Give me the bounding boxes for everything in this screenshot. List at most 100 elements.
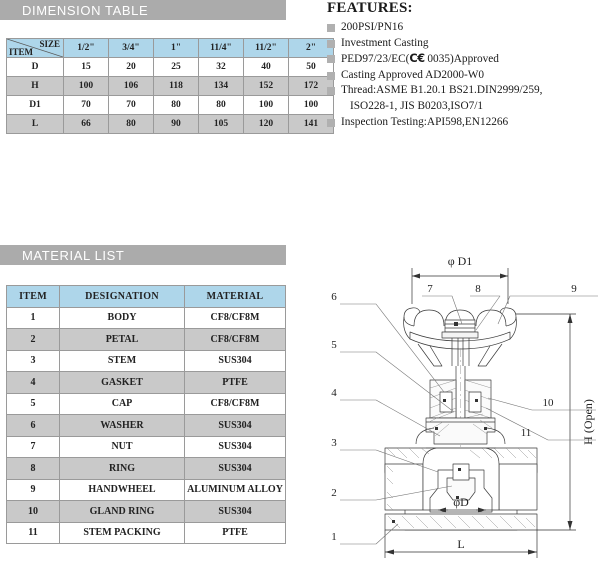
dimension-cell-2-0: 70 bbox=[63, 95, 109, 115]
dimension-table-header-row: SIZE ITEM 1/2" 3/4" 1" 11/4" 11/2" 2" bbox=[6, 38, 334, 58]
material-header-designation: DESIGNATION bbox=[59, 285, 185, 308]
material-designation-3: GASKET bbox=[59, 371, 185, 394]
feature-text-4-main: Thread:ASME B1.20.1 BS21.DIN2999/259, bbox=[341, 84, 543, 97]
dimension-cell-2-2: 80 bbox=[153, 95, 199, 115]
material-item-1: 2 bbox=[6, 328, 60, 351]
table-row: 2 PETAL CF8/CF8M bbox=[6, 328, 286, 351]
material-item-0: 1 bbox=[6, 306, 60, 329]
dimension-cell-3-1: 80 bbox=[108, 114, 154, 134]
gland-ring-part bbox=[429, 379, 492, 419]
bullet-square-icon bbox=[327, 55, 335, 64]
material-item-7: 8 bbox=[6, 457, 60, 480]
table-row: H 100 106 118 134 152 172 bbox=[6, 76, 334, 96]
callout-6: 6 bbox=[331, 291, 337, 303]
dimension-cell-0-0: 15 bbox=[63, 57, 109, 77]
callout-3: 3 bbox=[331, 437, 337, 449]
feature-text-2-post: 0035)Approved bbox=[424, 53, 499, 66]
bullet-square-icon bbox=[327, 71, 335, 80]
length-label: L bbox=[457, 537, 464, 551]
dimension-cell-0-1: 20 bbox=[108, 57, 154, 77]
table-row: 1 BODY CF8/CF8M bbox=[6, 306, 286, 329]
dimension-row-item-2: D1 bbox=[6, 95, 64, 115]
valve-drawing-svg: 6 5 4 3 2 1 7 8 9 10 11 φ D1 φD L H (Ope… bbox=[331, 254, 598, 558]
material-designation-5: WASHER bbox=[59, 414, 185, 437]
material-material-5: SUS304 bbox=[184, 414, 286, 437]
material-item-4: 5 bbox=[6, 392, 60, 415]
material-material-2: SUS304 bbox=[184, 349, 286, 372]
table-row: 3 STEM SUS304 bbox=[6, 349, 286, 372]
dimension-table-header-bar: DIMENSION TABLE bbox=[0, 0, 286, 20]
material-designation-10: STEM PACKING bbox=[59, 521, 185, 544]
dimension-size-header-0: 1/2" bbox=[63, 38, 109, 58]
material-list-header-bar: MATERIAL LIST bbox=[0, 245, 286, 265]
material-item-10: 11 bbox=[6, 521, 60, 544]
bullet-square-icon bbox=[327, 39, 335, 48]
material-designation-8: HANDWHEEL bbox=[59, 478, 185, 501]
feature-text-4: Thread:ASME B1.20.1 BS21.DIN2999/259,ISO… bbox=[341, 83, 607, 114]
handwheel-part bbox=[403, 307, 517, 367]
feature-text-1: Investment Casting bbox=[341, 36, 429, 49]
material-material-6: SUS304 bbox=[184, 435, 286, 458]
feature-item-2: PED97/23/EC(C€ 0035)Approved bbox=[325, 51, 607, 68]
dimension-cell-3-0: 66 bbox=[63, 114, 109, 134]
material-designation-1: PETAL bbox=[59, 328, 185, 351]
feature-item-5: Inspection Testing:API598,EN12266 bbox=[325, 115, 607, 131]
dimension-cell-3-4: 120 bbox=[243, 114, 289, 134]
dimension-size-header-1: 3/4" bbox=[108, 38, 154, 58]
material-designation-2: STEM bbox=[59, 349, 185, 372]
phi-d1-label: φ D1 bbox=[448, 254, 473, 268]
callout-2: 2 bbox=[331, 487, 337, 499]
material-header-material: MATERIAL bbox=[184, 285, 286, 308]
material-material-1: CF8/CF8M bbox=[184, 328, 286, 351]
table-row: 5 CAP CF8/CF8M bbox=[6, 392, 286, 415]
feature-item-0: 200PSI/PN16 bbox=[325, 20, 607, 36]
table-row: 8 RING SUS304 bbox=[6, 457, 286, 480]
dimension-cell-2-3: 80 bbox=[198, 95, 244, 115]
material-material-3: PTFE bbox=[184, 371, 286, 394]
material-item-8: 9 bbox=[6, 478, 60, 501]
diagonal-divider-icon bbox=[7, 39, 63, 57]
dimension-corner-item-label: ITEM bbox=[9, 47, 34, 57]
bullet-square-icon bbox=[327, 24, 335, 32]
table-row: 6 WASHER SUS304 bbox=[6, 414, 286, 437]
material-material-4: CF8/CF8M bbox=[184, 392, 286, 415]
material-header-item: ITEM bbox=[6, 285, 60, 308]
phi-d-label: φD bbox=[453, 495, 469, 509]
material-material-9: SUS304 bbox=[184, 500, 286, 523]
phi-d1-dimension-line bbox=[411, 268, 509, 304]
dimension-cell-1-1: 106 bbox=[108, 76, 154, 96]
callout-9: 9 bbox=[571, 283, 577, 295]
feature-text-5: Inspection Testing:API598,EN12266 bbox=[341, 115, 509, 128]
dimension-row-item-0: D bbox=[6, 57, 64, 77]
callout-1: 1 bbox=[331, 531, 337, 543]
callout-11: 11 bbox=[521, 427, 532, 439]
feature-text-3: Casting Approved AD2000-W0 bbox=[341, 68, 485, 81]
dimension-cell-3-5: 141 bbox=[288, 114, 334, 134]
dimension-cell-2-4: 100 bbox=[243, 95, 289, 115]
callout-10: 10 bbox=[543, 397, 555, 409]
dimension-cell-1-2: 118 bbox=[153, 76, 199, 96]
material-designation-4: CAP bbox=[59, 392, 185, 415]
table-row: 11 STEM PACKING PTFE bbox=[6, 521, 286, 544]
height-open-label: H (Open) bbox=[581, 399, 595, 445]
dimension-corner-size-label: SIZE bbox=[39, 39, 60, 50]
feature-text-2-pre: PED97/23/EC( bbox=[341, 53, 410, 66]
material-item-9: 10 bbox=[6, 500, 60, 523]
height-dimension-line bbox=[516, 313, 576, 531]
dimension-size-header-3: 11/4" bbox=[198, 38, 244, 58]
phi-d-dimension-line bbox=[438, 507, 486, 513]
dimension-row-item-3: L bbox=[6, 114, 64, 134]
material-item-5: 6 bbox=[6, 414, 60, 437]
material-item-2: 3 bbox=[6, 349, 60, 372]
cap-part bbox=[415, 417, 506, 445]
material-item-6: 7 bbox=[6, 435, 60, 458]
material-material-10: PTFE bbox=[184, 521, 286, 544]
material-material-0: CF8/CF8M bbox=[184, 306, 286, 329]
dimension-cell-3-3: 105 bbox=[198, 114, 244, 134]
table-row: 7 NUT SUS304 bbox=[6, 435, 286, 458]
callout-5: 5 bbox=[331, 339, 337, 351]
table-row: 4 GASKET PTFE bbox=[6, 371, 286, 394]
feature-item-4: Thread:ASME B1.20.1 BS21.DIN2999/259,ISO… bbox=[325, 83, 607, 114]
bullet-square-icon bbox=[327, 118, 335, 127]
dimension-size-header-5: 2" bbox=[288, 38, 334, 58]
